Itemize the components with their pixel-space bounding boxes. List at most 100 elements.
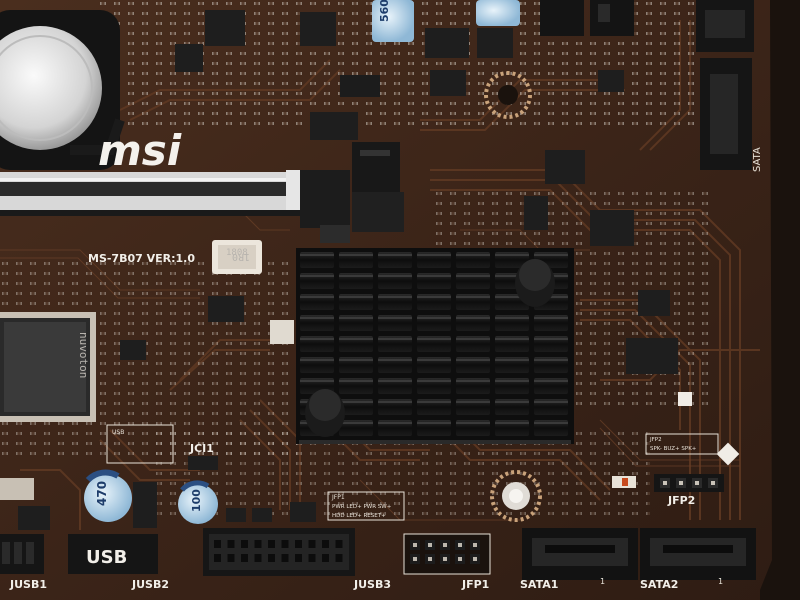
- usb3-pin: [241, 554, 248, 562]
- usb3-pin: [295, 540, 302, 548]
- jfp1-pin: [458, 557, 462, 561]
- usb3-pin: [214, 554, 221, 562]
- heatsink-fin-highlight: [300, 254, 334, 256]
- smd-field-bottom: [150, 430, 650, 520]
- heatsink-fin-highlight: [495, 380, 529, 382]
- chipset-heatsink: [296, 248, 574, 444]
- heatsink-fin-highlight: [495, 296, 529, 298]
- heatsink-fin-highlight: [456, 254, 490, 256]
- heatsink-fin-highlight: [456, 338, 490, 340]
- heatsink-fin-highlight: [417, 422, 451, 424]
- usb3-pin: [214, 540, 221, 548]
- heatsink-fin-highlight: [495, 275, 529, 277]
- heatsink-fin-highlight: [339, 317, 373, 319]
- usb-legend: USB: [106, 424, 174, 464]
- jfp2-pin: [711, 481, 715, 485]
- jfp1-legend: JFP1 PWR LED+ PWR SW+ HDD LED+ RESET+: [327, 491, 405, 521]
- heatsink-fin-highlight: [339, 422, 373, 424]
- svg-text:JFP1: JFP1: [331, 494, 345, 501]
- heatsink-fin-highlight: [300, 275, 334, 277]
- heatsink-fin-highlight: [456, 359, 490, 361]
- usb3-pin: [335, 540, 343, 548]
- heatsink-side-block: [270, 320, 294, 344]
- jfp1-pin: [443, 543, 447, 547]
- front-panel-header-jfp2: JFP2: [654, 474, 724, 507]
- usb3-pin: [322, 540, 329, 548]
- board-edge: [760, 0, 800, 600]
- heatsink-fin-highlight: [495, 254, 529, 256]
- heatsink-fin-highlight: [534, 401, 568, 403]
- usb3-pin: [308, 540, 316, 548]
- capacitor-100: 100: [178, 480, 218, 524]
- heatsink-fin-highlight: [378, 359, 412, 361]
- svg-text:SPK- BUZ+ SPK+: SPK- BUZ+ SPK+: [650, 446, 697, 452]
- pcie-latch: [300, 142, 404, 243]
- heatsink-fin-highlight: [495, 401, 529, 403]
- jfp2-pin: [695, 481, 699, 485]
- heatsink-fin-highlight: [534, 422, 568, 424]
- pcie-slot: [0, 170, 306, 216]
- jfp1-pin: [458, 543, 462, 547]
- usb-header-jusb2: USB JUSB2: [68, 534, 169, 591]
- heatsink-fin-highlight: [456, 422, 490, 424]
- jci1-header: JCI1: [188, 442, 218, 470]
- mounting-hole-top: [484, 71, 532, 119]
- heatsink-fin-highlight: [378, 338, 412, 340]
- heatsink-fin-highlight: [339, 380, 373, 382]
- heatsink-fin-highlight: [456, 380, 490, 382]
- svg-text:1808: 1808: [226, 248, 248, 258]
- heatsink-fin-highlight: [339, 296, 373, 298]
- jfp2-legend: JFP2 SPK- BUZ+ SPK+: [645, 433, 719, 455]
- svg-text:USB: USB: [112, 429, 124, 436]
- heatsink-fin-highlight: [378, 401, 412, 403]
- heatsink-fin-highlight: [534, 380, 568, 382]
- heatsink-fin-highlight: [378, 275, 412, 277]
- msi-logo: msi: [98, 126, 182, 175]
- usb3-pin: [254, 554, 262, 562]
- svg-text:JFP1: JFP1: [461, 578, 489, 591]
- usb3-pin: [227, 540, 235, 548]
- svg-text:PWR LED+ PWR SW+: PWR LED+ PWR SW+: [332, 504, 392, 510]
- jfp1-pin: [413, 557, 417, 561]
- capacitor-top-2: [476, 0, 520, 26]
- usb3-pin: [254, 540, 262, 548]
- usb3-pin: [295, 554, 302, 562]
- heatsink-fin-highlight: [456, 275, 490, 277]
- usb3-pin: [227, 554, 235, 562]
- heatsink-fin-highlight: [534, 254, 568, 256]
- usb3-pin: [281, 554, 289, 562]
- super-io-chip: nuvoton: [0, 312, 96, 422]
- heatsink-fin-highlight: [417, 296, 451, 298]
- heatsink-fin-highlight: [300, 338, 334, 340]
- heatsink-fin-highlight: [300, 359, 334, 361]
- svg-text:JUSB3: JUSB3: [353, 578, 391, 591]
- jfp2-pin: [663, 481, 667, 485]
- heatsink-fin-highlight: [339, 359, 373, 361]
- usb3-pin: [268, 540, 275, 548]
- heatsink-fin-highlight: [495, 338, 529, 340]
- heatsink-fin-highlight: [378, 380, 412, 382]
- svg-text:USB: USB: [86, 547, 127, 568]
- heatsink-fin-highlight: [495, 422, 529, 424]
- sata-port-1: 1 SATA1: [520, 528, 638, 591]
- heatsink-fin-highlight: [339, 401, 373, 403]
- sata-port-top: SATA: [696, 0, 763, 172]
- top-headers: [540, 0, 634, 36]
- svg-text:1R0: 1R0: [232, 251, 250, 262]
- jfp1-pin: [443, 557, 447, 561]
- usb3-pin: [281, 540, 289, 548]
- heatsink-fin-highlight: [417, 338, 451, 340]
- sata-port-2: 1 SATA2: [640, 528, 756, 591]
- inductor: 1R0 1808: [212, 240, 262, 274]
- usb3-header-jusb3: JUSB3: [203, 528, 391, 591]
- heatsink-fin-highlight: [378, 296, 412, 298]
- indicator-marks: [612, 392, 740, 488]
- svg-text:SATA2: SATA2: [640, 578, 678, 591]
- svg-text:470: 470: [95, 481, 109, 506]
- heatsink-fin-highlight: [417, 401, 451, 403]
- heatsink-fin-highlight: [300, 296, 334, 298]
- svg-text:100: 100: [190, 489, 203, 512]
- jfp1-pin: [473, 543, 477, 547]
- svg-text:JUSB1: JUSB1: [9, 578, 47, 591]
